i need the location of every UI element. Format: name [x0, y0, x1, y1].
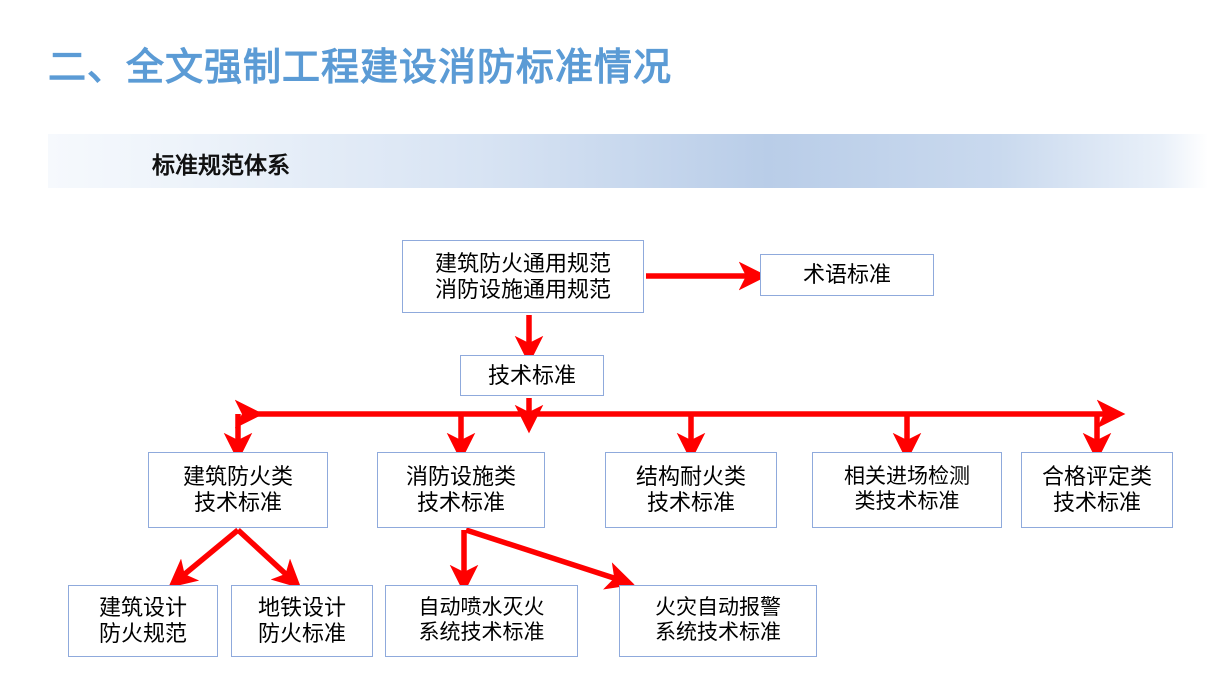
page-title: 二、全文强制工程建设消防标准情况	[48, 47, 673, 89]
node-technical-standards-label: 技术标准	[487, 362, 576, 388]
node-std-metro-design[interactable]: 地铁设计 防火标准	[231, 585, 373, 657]
node-cat-building-fire[interactable]: 建筑防火类 技术标准	[148, 452, 328, 528]
node-cat-site-inspection-label: 相关进场检测 类技术标准	[844, 465, 970, 513]
subtitle-label: 标准规范体系	[152, 152, 290, 178]
node-technical-standards[interactable]: 技术标准	[460, 355, 604, 396]
node-std-sprinkler[interactable]: 自动喷水灭火 系统技术标准	[385, 585, 578, 657]
node-std-building-design-label: 建筑设计 防火规范	[98, 595, 187, 646]
node-std-metro-design-label: 地铁设计 防火标准	[257, 595, 346, 646]
node-cat-conformity[interactable]: 合格评定类 技术标准	[1021, 452, 1173, 528]
node-cat-structural-fire[interactable]: 结构耐火类 技术标准	[605, 452, 777, 528]
node-cat-fire-facilities-label: 消防设施类 技术标准	[405, 464, 516, 515]
node-std-fire-alarm[interactable]: 火灾自动报警 系统技术标准	[619, 585, 817, 657]
node-std-fire-alarm-label: 火灾自动报警 系统技术标准	[655, 596, 781, 644]
node-std-building-design[interactable]: 建筑设计 防火规范	[68, 585, 218, 657]
subtitle-band	[48, 134, 1208, 188]
node-cat-fire-facilities[interactable]: 消防设施类 技术标准	[377, 452, 545, 528]
node-std-sprinkler-label: 自动喷水灭火 系统技术标准	[418, 596, 545, 644]
node-terminology-standard[interactable]: 术语标准	[760, 254, 934, 296]
node-cat-site-inspection[interactable]: 相关进场检测 类技术标准	[812, 452, 1002, 528]
arrow-cat-fire-facilities-to-fire-alarm	[465, 527, 635, 590]
node-cat-building-fire-label: 建筑防火类 技术标准	[182, 464, 293, 515]
arrow-cat-building-fire-to-metro-design	[236, 527, 302, 589]
node-general-codes[interactable]: 建筑防火通用规范 消防设施通用规范	[402, 240, 644, 313]
node-cat-structural-fire-label: 结构耐火类 技术标准	[635, 464, 746, 515]
node-cat-conformity-label: 合格评定类 技术标准	[1041, 464, 1152, 515]
node-terminology-standard-label: 术语标准	[802, 262, 891, 288]
node-general-codes-label: 建筑防火通用规范 消防设施通用规范	[434, 250, 611, 302]
arrow-cat-building-fire-to-building-design	[168, 527, 240, 588]
